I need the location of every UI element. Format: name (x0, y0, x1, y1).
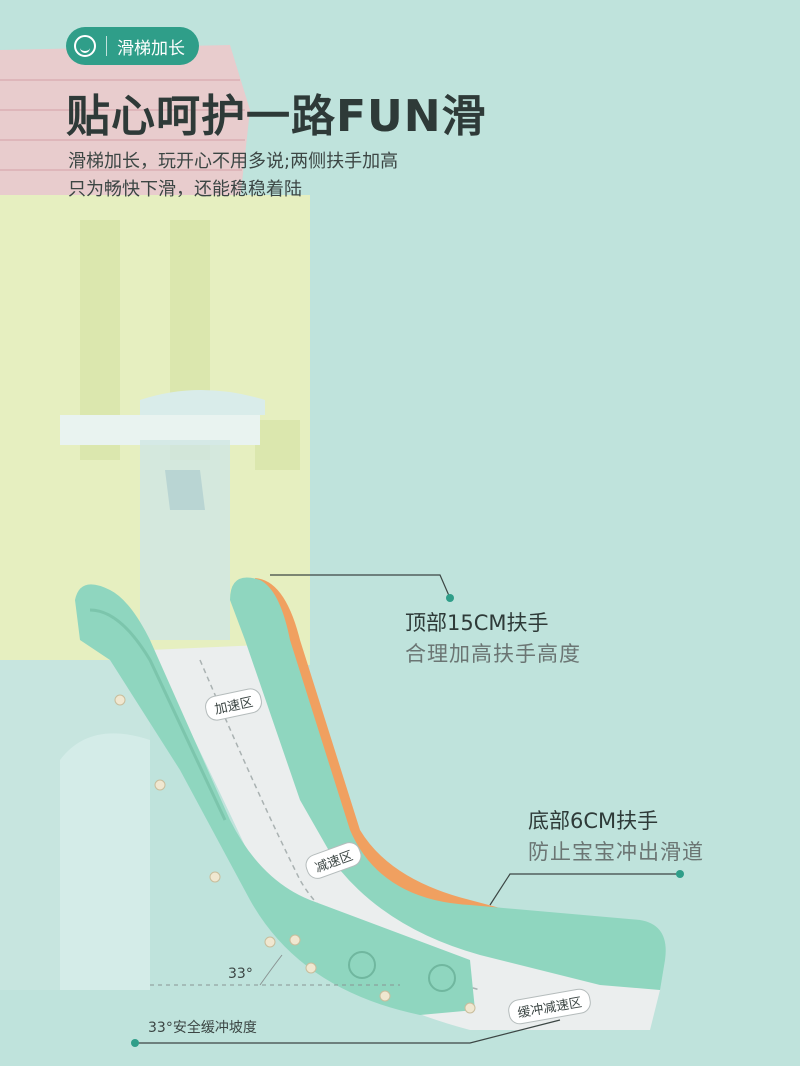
right-handrail (230, 577, 666, 990)
description-line-1: 滑梯加长，玩开心不用多说;两侧扶手加高 (68, 151, 399, 172)
badge-label: 滑梯加长 (117, 38, 185, 59)
feature-badge: 滑梯加长 (66, 27, 199, 65)
roof (0, 45, 250, 205)
bottom-handrail-title: 底部6CM扶手 (528, 809, 659, 833)
badge-divider (106, 36, 107, 56)
top-handrail-title: 顶部15CM扶手 (405, 611, 549, 635)
angle-value: 33° (228, 966, 253, 982)
top-handrail-subtitle: 合理加高扶手高度 (405, 642, 581, 666)
smile-icon (74, 35, 96, 57)
description-line-2: 只为畅快下滑，还能稳稳着陆 (68, 179, 302, 200)
bottom-handrail-subtitle: 防止宝宝冲出滑道 (528, 840, 704, 864)
angle-caption: 33°安全缓冲坡度 (148, 1020, 257, 1036)
slide-bed (150, 645, 660, 1030)
description: 滑梯加长，玩开心不用多说;两侧扶手加高 只为畅快下滑，还能稳稳着陆 (68, 148, 398, 204)
headline: 贴心呵护一路FUN滑 (66, 91, 487, 142)
left-handrail (75, 584, 475, 1015)
